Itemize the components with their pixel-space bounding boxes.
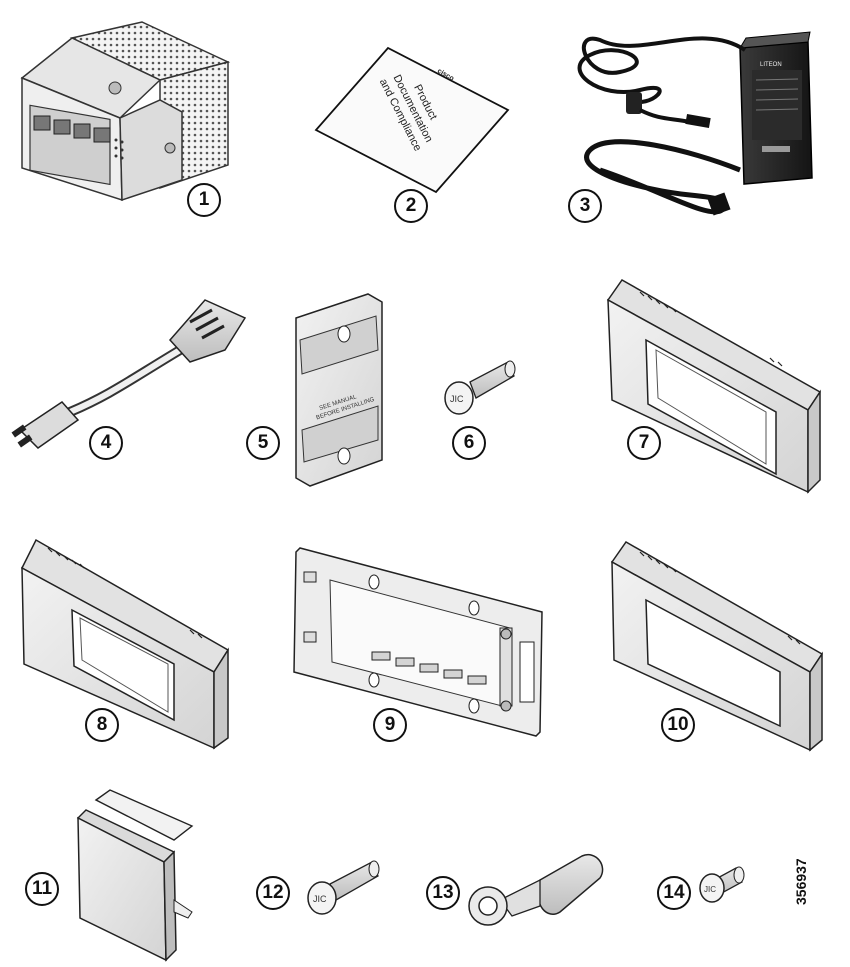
- callout-13: 13: [426, 876, 460, 910]
- callout-10: 10: [661, 708, 695, 742]
- mounting-screw-large: JIC: [444, 360, 516, 415]
- callout-11: 11: [25, 872, 59, 906]
- port-cover-plug: [76, 789, 194, 962]
- cover-panel-a: [606, 279, 822, 494]
- callout-9: 9: [373, 708, 407, 742]
- svg-text:JIC: JIC: [704, 885, 716, 894]
- grounding-screw: JIC: [699, 866, 745, 903]
- din-rail-bracket: SEE MANUAL BEFORE INSTALLING: [295, 293, 383, 487]
- callout-3: 3: [568, 189, 602, 223]
- callout-7: 7: [627, 426, 661, 460]
- callout-14: 14: [657, 876, 691, 910]
- callout-8: 8: [85, 708, 119, 742]
- mounting-screw-small: JIC: [307, 860, 380, 915]
- callout-6: 6: [452, 426, 486, 460]
- callout-1: 1: [187, 183, 221, 217]
- switch-unit: [20, 21, 231, 202]
- adapter-brand: LITEON: [760, 62, 782, 68]
- ring-terminal-lug: [468, 853, 604, 926]
- figure-id: 356937: [793, 858, 809, 905]
- callout-5: 5: [246, 426, 280, 460]
- svg-text:JIC: JIC: [313, 894, 327, 904]
- cover-panel-b: [21, 538, 230, 750]
- callout-4: 4: [89, 426, 123, 460]
- wall-mount-plate: [293, 547, 543, 737]
- cover-panel-c: [610, 541, 824, 752]
- svg-text:JIC: JIC: [450, 394, 464, 404]
- documentation-booklet: Product Documentation and Compliance cis…: [314, 46, 510, 194]
- callout-2: 2: [394, 189, 428, 223]
- power-adapter: LITEON: [577, 31, 813, 216]
- power-connector-cable: [11, 299, 247, 449]
- callout-12: 12: [256, 876, 290, 910]
